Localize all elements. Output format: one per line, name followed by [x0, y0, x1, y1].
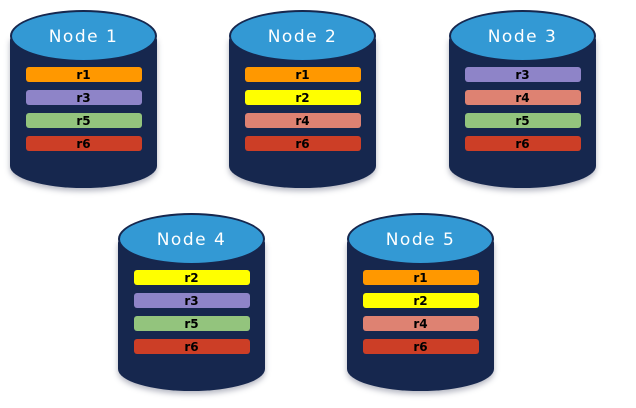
replica-label: r6: [413, 339, 428, 354]
node-label: Node 3: [487, 27, 558, 47]
replica-bar[interactable]: r6: [25, 136, 142, 151]
replica-label: r6: [295, 136, 310, 151]
replica-list: r1 r3 r5 r6: [10, 67, 157, 151]
replica-bar[interactable]: r1: [362, 270, 479, 285]
replica-label: r5: [184, 316, 199, 331]
replica-label: r2: [184, 270, 199, 285]
cylinder-top: Node 2: [229, 10, 376, 62]
replica-label: r2: [295, 90, 310, 105]
replica-label: r3: [184, 293, 199, 308]
replica-bar[interactable]: r4: [362, 316, 479, 331]
replica-bar[interactable]: r5: [25, 113, 142, 128]
replica-label: r4: [295, 113, 310, 128]
replica-bar[interactable]: r6: [133, 339, 250, 354]
node-label: Node 1: [48, 27, 119, 47]
replica-label: r1: [76, 67, 91, 82]
replica-label: r4: [413, 316, 428, 331]
cylinder-top: Node 4: [118, 213, 265, 265]
replica-list: r2 r3 r5 r6: [118, 270, 265, 354]
node-1[interactable]: Node 1 r1 r3 r5 r6: [10, 10, 157, 188]
replica-bar[interactable]: r4: [464, 90, 581, 105]
cylinder-top: Node 5: [347, 213, 494, 265]
node-2[interactable]: Node 2 r1 r2 r4 r6: [229, 10, 376, 188]
replica-label: r3: [76, 90, 91, 105]
node-3[interactable]: Node 3 r3 r4 r5 r6: [449, 10, 596, 188]
replica-label: r6: [76, 136, 91, 151]
replica-list: r1 r2 r4 r6: [347, 270, 494, 354]
replica-label: r4: [515, 90, 530, 105]
replica-list: r3 r4 r5 r6: [449, 67, 596, 151]
replica-bar[interactable]: r1: [244, 67, 361, 82]
replica-label: r2: [413, 293, 428, 308]
node-4[interactable]: Node 4 r2 r3 r5 r6: [118, 213, 265, 391]
replica-bar[interactable]: r3: [25, 90, 142, 105]
node-label: Node 5: [385, 230, 456, 250]
replica-bar[interactable]: r3: [464, 67, 581, 82]
replica-bar[interactable]: r1: [25, 67, 142, 82]
cylinder-top: Node 1: [10, 10, 157, 62]
replica-label: r6: [515, 136, 530, 151]
replica-bar[interactable]: r2: [362, 293, 479, 308]
cylinder-top: Node 3: [449, 10, 596, 62]
replica-bar[interactable]: r2: [244, 90, 361, 105]
replica-label: r1: [295, 67, 310, 82]
replica-list: r1 r2 r4 r6: [229, 67, 376, 151]
replica-label: r5: [515, 113, 530, 128]
node-5[interactable]: Node 5 r1 r2 r4 r6: [347, 213, 494, 391]
replica-bar[interactable]: r5: [133, 316, 250, 331]
node-label: Node 4: [156, 230, 227, 250]
replica-bar[interactable]: r6: [362, 339, 479, 354]
replica-bar[interactable]: r6: [244, 136, 361, 151]
replica-bar[interactable]: r2: [133, 270, 250, 285]
replica-label: r3: [515, 67, 530, 82]
replica-label: r1: [413, 270, 428, 285]
replica-bar[interactable]: r3: [133, 293, 250, 308]
replica-label: r6: [184, 339, 199, 354]
replica-bar[interactable]: r6: [464, 136, 581, 151]
node-label: Node 2: [267, 27, 338, 47]
replica-label: r5: [76, 113, 91, 128]
replica-bar[interactable]: r5: [464, 113, 581, 128]
replica-bar[interactable]: r4: [244, 113, 361, 128]
